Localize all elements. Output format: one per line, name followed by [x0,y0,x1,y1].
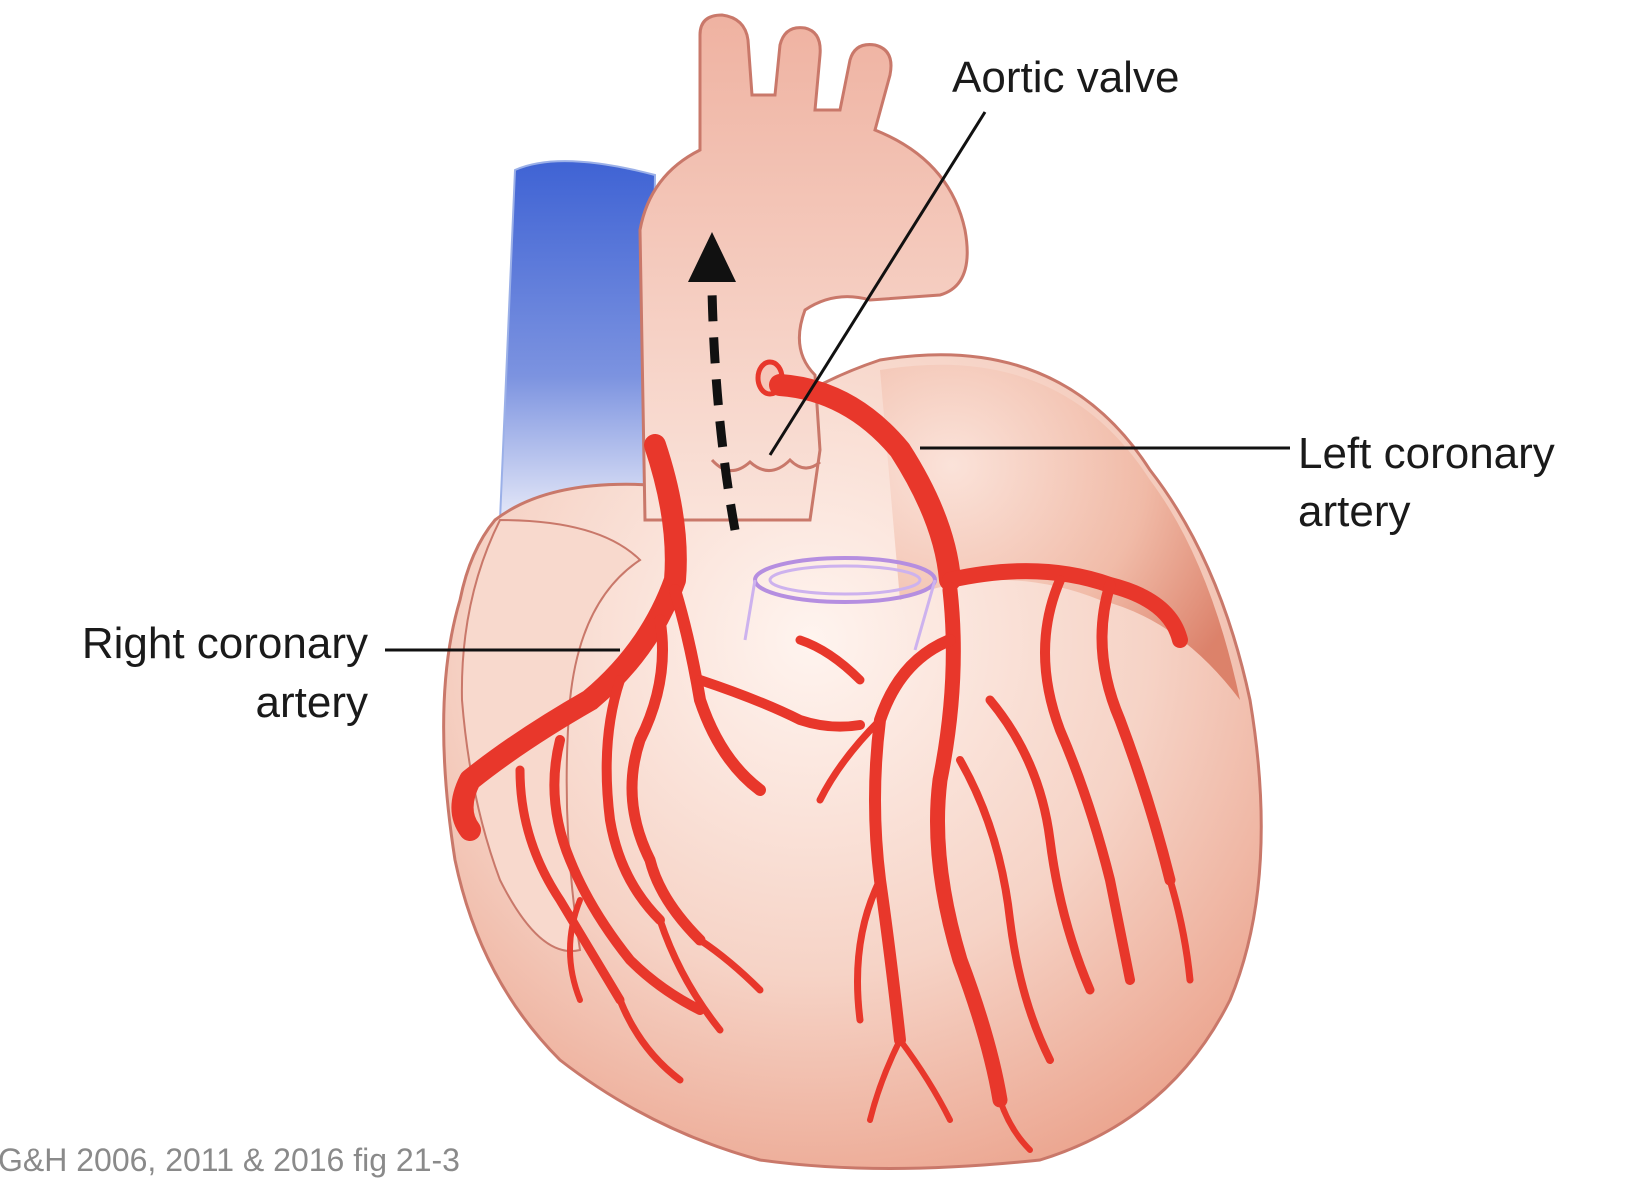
figure-credit: G&H 2006, 2011 & 2016 fig 21-3 [0,1142,460,1179]
right-coronary-label-line1: Right coronary [10,618,368,670]
left-coronary-label-line2: artery [1298,486,1410,538]
right-coronary-label-line2: artery [10,677,368,729]
vena-cava [500,161,655,520]
aortic-valve-label: Aortic valve [952,52,1179,104]
left-coronary-label-line1: Left coronary [1298,428,1555,480]
